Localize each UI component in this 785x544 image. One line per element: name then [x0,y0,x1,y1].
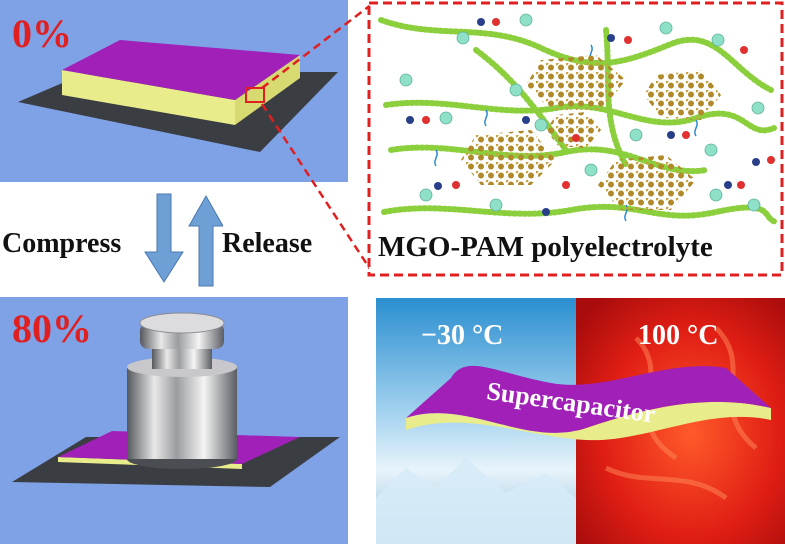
uncompressed-device-drawing [18,40,338,152]
device-magenta-top [406,365,771,433]
calibration-weight [127,312,237,469]
compress-arrow [144,193,184,283]
positive-ions [406,18,760,216]
polyelectrolyte-structure-drawing [367,1,784,277]
compression-eighty-label: 80% [12,306,92,351]
compression-zero-label: 0% [12,11,72,56]
polyelectrolyte-detail-panel: MGO-PAM polyelectrolyte [366,0,785,278]
electrolyte-side-front [62,70,235,125]
graphene-oxide-sheets [461,55,721,210]
uncompressed-panel: 0% [0,0,348,182]
compress-release-arrows [144,193,223,287]
compress-label: Compress [2,228,122,259]
cations [399,13,765,212]
cold-temperature-label: −30 °C [421,320,504,351]
release-arrow [188,194,223,287]
polyelectrolyte-caption: MGO-PAM polyelectrolyte [378,231,713,263]
temperature-panel: −30 °C 100 °C Supercapacitor [376,298,785,544]
zoom-marker-box [245,87,265,103]
compressed-device-drawing [12,312,340,487]
hot-temperature-label: 100 °C [638,320,719,351]
device-yellow-edge [406,401,771,441]
compressed-panel: 80% [0,297,348,544]
ice-mountains [376,458,576,544]
supercapacitor-drawing [376,298,785,544]
release-label: Release [222,228,313,259]
anions [422,18,775,189]
electrode-top [62,40,300,100]
